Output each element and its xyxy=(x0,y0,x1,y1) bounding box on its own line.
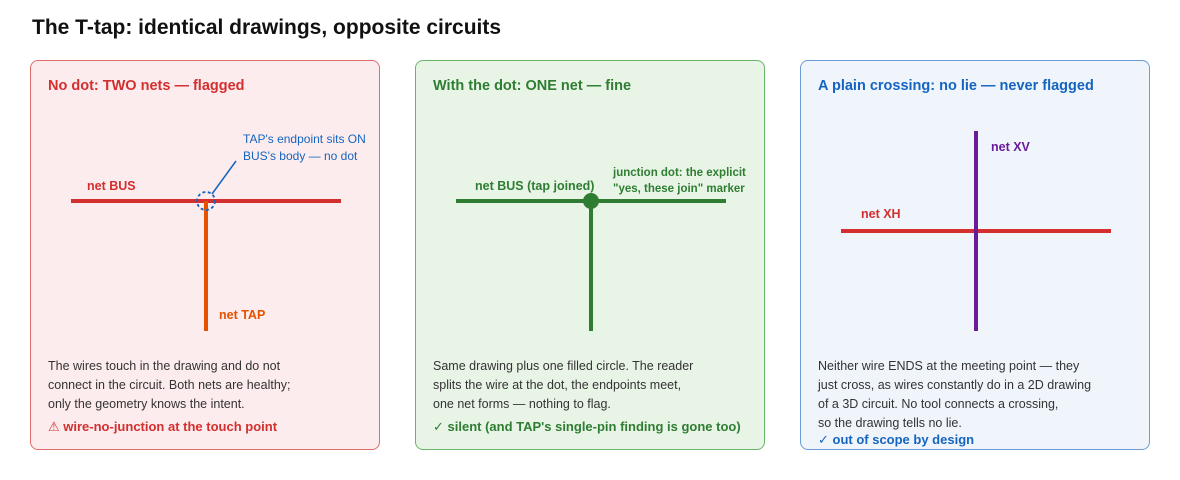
callout-line-2: "yes, these join" marker xyxy=(613,183,745,195)
panel-title: No dot: TWO nets — flagged xyxy=(48,78,245,94)
t-tap-no-dot-diagram: net BUS net TAP TAP's endpoint sits ON B… xyxy=(71,132,366,331)
tap-label: net TAP xyxy=(219,308,265,322)
verdict-ok: ✓ out of scope by design xyxy=(818,432,975,447)
junction-dot xyxy=(583,193,599,209)
callout-line-2: BUS's body — no dot xyxy=(243,149,358,163)
panel-title: A plain crossing: no lie — never flagged xyxy=(818,78,1094,94)
verdict-warning: ⚠ wire-no-junction at the touch point xyxy=(48,419,278,434)
xh-label: net XH xyxy=(861,207,901,221)
panel-no-dot: No dot: TWO nets — flagged net BUS net T… xyxy=(30,60,380,450)
crossing-diagram: net XV net XH xyxy=(841,131,1111,331)
panel-crossing: A plain crossing: no lie — never flagged… xyxy=(800,60,1150,450)
bus-label: net BUS xyxy=(87,179,136,193)
callout-leader xyxy=(211,160,237,195)
panel-title: With the dot: ONE net — fine xyxy=(433,78,632,94)
verdict-ok: ✓ silent (and TAP's single-pin finding i… xyxy=(433,419,741,434)
panel-with-dot: With the dot: ONE net — fine net BUS (ta… xyxy=(415,60,765,450)
panel-description: Same drawing plus one filled circle. The… xyxy=(433,359,694,411)
touch-point-marker xyxy=(196,191,216,211)
panel-description: Neither wire ENDS at the meeting point —… xyxy=(818,359,1092,430)
xv-label: net XV xyxy=(991,140,1031,154)
panel-description: The wires touch in the drawing and do no… xyxy=(48,359,291,411)
t-tap-with-dot-diagram: net BUS (tap joined) junction dot: the e… xyxy=(456,167,746,331)
bus-label: net BUS (tap joined) xyxy=(475,179,594,193)
page-title: The T-tap: identical drawings, opposite … xyxy=(32,16,502,39)
callout-line-1: TAP's endpoint sits ON xyxy=(243,132,366,146)
callout-line-1: junction dot: the explicit xyxy=(612,167,746,179)
